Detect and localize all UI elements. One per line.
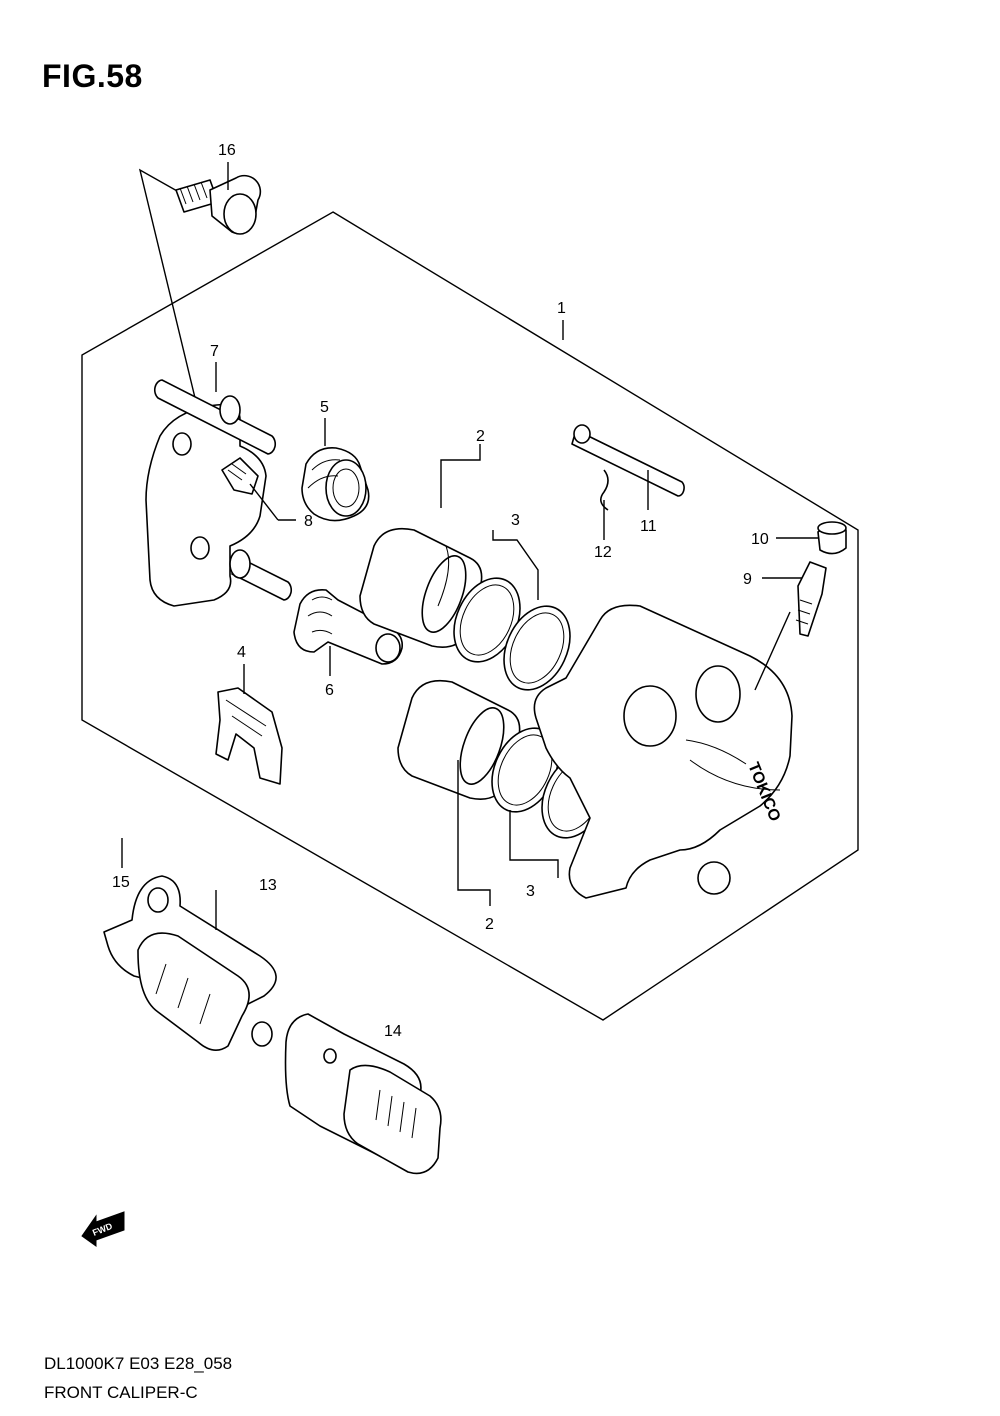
callout-1: 1 [557, 300, 566, 317]
pad-pin-part-11 [571, 424, 685, 497]
callout-14: 14 [384, 1023, 402, 1040]
callout-12: 12 [594, 544, 612, 561]
caliper-bracket-part-7 [145, 379, 293, 607]
slide-pin-part-6 [293, 588, 404, 665]
fwd-arrow-icon: FWD [81, 1211, 125, 1247]
piston-upper-part-2 [359, 527, 483, 648]
callout-7: 7 [210, 343, 219, 360]
caliper-body [533, 604, 793, 899]
callout-3-lower: 3 [526, 883, 535, 900]
piston-lower-part-2 [397, 679, 521, 800]
callout-8: 8 [304, 513, 313, 530]
brake-pad-part-14 [284, 1013, 442, 1175]
callout-9: 9 [743, 571, 752, 588]
brake-pad-part-15 [103, 875, 277, 1051]
leader-lines [215, 162, 818, 930]
boot-part-5 [301, 447, 370, 522]
diagram-name: FRONT CALIPER-C [44, 1383, 198, 1402]
callout-10: 10 [751, 531, 769, 548]
bolt-part-16 [175, 174, 262, 235]
callout-3-upper: 3 [511, 512, 520, 529]
diagram-code: DL1000K7 E03 E28_058 [44, 1354, 233, 1373]
callout-11: 11 [640, 518, 657, 535]
bolt-group-bracket [138, 168, 211, 461]
callout-5: 5 [320, 399, 329, 416]
bleeder-valve-part-9 [795, 561, 827, 637]
callout-2-upper: 2 [476, 428, 485, 445]
callout-13: 13 [259, 877, 277, 894]
callout-6: 6 [325, 682, 334, 699]
callout-16: 16 [218, 142, 236, 159]
clip-part-8 [221, 457, 259, 495]
figure-title: FIG.58 [42, 58, 143, 94]
callout-4: 4 [237, 644, 246, 661]
seal-upper-b-part-3 [503, 605, 571, 691]
pin-clip-part-12 [600, 469, 609, 511]
callout-15: 15 [112, 874, 130, 891]
bleeder-cap-part-10 [817, 521, 847, 555]
caliper-assembly-outline [81, 211, 859, 1021]
pad-spring-part-4 [215, 687, 283, 785]
callout-2-lower: 2 [485, 916, 494, 933]
